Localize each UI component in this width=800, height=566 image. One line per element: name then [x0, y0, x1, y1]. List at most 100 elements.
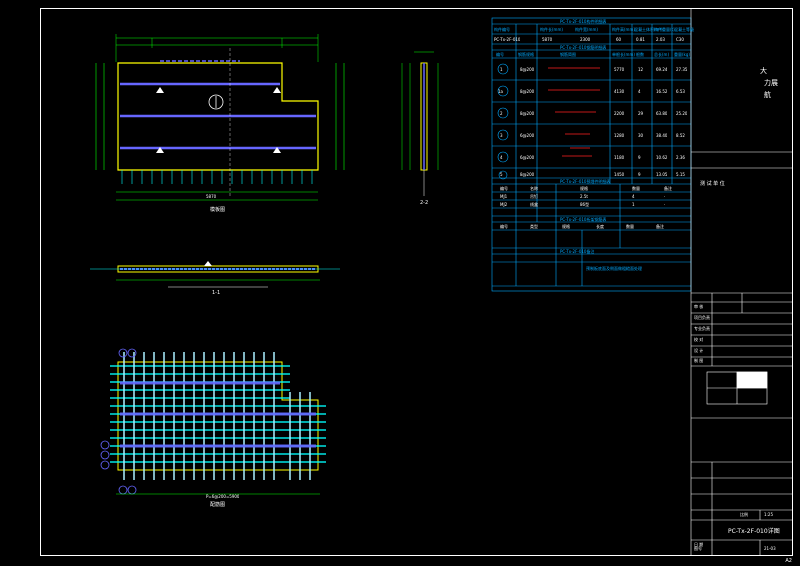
title-char-2: 力 — [764, 79, 771, 87]
truss-header: PC-Tx-2F-010桁架钢筋表 — [560, 217, 607, 222]
rebar-title: 配筋图 — [210, 502, 226, 508]
embed-r1-c4: - — [664, 194, 666, 199]
side-title: 2-2 — [420, 200, 429, 206]
rebar-row-0-weight: 27.35 — [676, 67, 688, 72]
table-r0-c1: 5870 — [542, 37, 553, 42]
drawing-frame — [40, 8, 793, 556]
rebar-row-2-qty: 29 — [638, 111, 644, 116]
tb-row-3: 校 对 — [694, 337, 704, 342]
rebar-sketches — [548, 67, 600, 157]
rebar-col-5: 总长(m) — [654, 52, 670, 57]
table-r0-c2: 2300 — [580, 37, 591, 42]
rebar-row-0-spec: 8@200 — [520, 67, 535, 72]
rebar-row-2-total: 63.80 — [656, 111, 668, 116]
dim-total: 5870 — [206, 194, 217, 199]
section-view — [90, 261, 340, 288]
table-header: PC-Tx-2F-010构件明细表 — [560, 19, 607, 24]
embed-r2-c4: - — [664, 202, 666, 207]
rebar-row-1-qty: 4 — [638, 89, 641, 94]
rebar-row-4-no: 4 — [500, 155, 503, 160]
rebar-col-1: 钢筋规格 — [518, 52, 534, 57]
rebar-row-5-qty: 9 — [638, 172, 641, 177]
table-r0-c5: 2.03 — [656, 37, 665, 42]
truss-c4: 数量 — [626, 224, 634, 229]
rebar-row-4-qty: 9 — [638, 155, 641, 160]
title-block-grid — [690, 8, 793, 556]
title-char-1: 大 — [760, 67, 767, 75]
rebar-row-0-len: 5770 — [614, 67, 625, 72]
embed-c1: 名称 — [530, 186, 538, 191]
rebar-header: PC-Tx-2F-010钢筋明细表 — [560, 45, 607, 50]
data-table-grid — [491, 17, 692, 292]
title-char-4: 航 — [764, 91, 771, 99]
tb-date-label: 日 期 — [694, 542, 704, 547]
section-title: 1-1 — [212, 290, 221, 296]
rebar-col-6: 重量(kg) — [674, 52, 690, 57]
table-col-2: 构件宽(mm) — [575, 27, 598, 32]
sheet-no-value: 21-03 — [764, 546, 776, 551]
scale-label: 比例 — [740, 512, 748, 517]
embed-r1-c3: 4 — [632, 194, 635, 199]
table-r0-c0: PC-Tx-2F-010 — [494, 37, 521, 42]
plan-view — [95, 34, 345, 201]
embed-r1-c0: MJ1 — [500, 194, 508, 199]
embed-r2-c1: 线盒 — [530, 202, 538, 207]
rebar-row-3-spec: 6@200 — [520, 133, 535, 138]
rebar-row-2-weight: 25.20 — [676, 111, 688, 116]
truss-c5: 备注 — [656, 224, 664, 229]
rebar-row-1-no: 1a — [498, 89, 503, 94]
embed-r1-c1: 吊钉 — [530, 194, 538, 199]
embed-r2-c0: MJ2 — [500, 202, 508, 207]
embed-c2: 规格 — [580, 186, 588, 191]
rebar-col-3: 单根长(mm) — [612, 52, 635, 57]
table-r0-c6: C30 — [676, 37, 684, 42]
rebar-row-1-total: 16.52 — [656, 89, 668, 94]
rebar-row-0-no: 1 — [500, 67, 503, 72]
rebar-row-5-spec: 8@200 — [520, 172, 535, 177]
rebar-row-0-qty: 12 — [638, 67, 644, 72]
table-col-1: 构件长(mm) — [540, 27, 563, 32]
tb-row-0: 审 核 — [694, 304, 704, 309]
rebar-row-3-total: 38.40 — [656, 133, 668, 138]
rebar-row-5-len: 1450 — [614, 172, 625, 177]
sheet-title: PC-Tx-2F-010详图 — [728, 528, 780, 535]
table-col-4: 混凝土体积(m³) — [634, 27, 663, 32]
title-char-3: 展 — [771, 79, 778, 87]
rebar-row-3-qty: 30 — [638, 133, 644, 138]
rebar-row-0-total: 69.24 — [656, 67, 668, 72]
truss-c0: 编号 — [500, 224, 508, 229]
rebar-number-circles — [497, 63, 509, 180]
truss-c3: 长度 — [596, 224, 604, 229]
side-view — [401, 51, 439, 196]
embed-c0: 编号 — [500, 186, 508, 191]
plan-title: 模板图 — [210, 207, 226, 213]
embed-r2-c3: 1 — [632, 202, 635, 207]
rebar-row-5-weight: 5.15 — [676, 172, 685, 177]
table-col-6: 混凝土等级 — [674, 27, 694, 32]
rebar-row-5-total: 13.05 — [656, 172, 668, 177]
truss-c2: 规格 — [562, 224, 570, 229]
rebar-row-1-spec: 8@200 — [520, 89, 535, 94]
table-col-3: 构件高(mm) — [612, 27, 635, 32]
rebar-row-3-no: 3 — [500, 133, 503, 138]
rebar-row-2-no: 2 — [500, 111, 503, 116]
rebar-row-4-weight: 2.36 — [676, 155, 685, 160]
rebar-view — [100, 348, 326, 495]
note-header: PC-Tx-2F-010备注 — [560, 249, 595, 254]
table-r0-c4: 0.81 — [636, 37, 645, 42]
rebar-row-3-weight: 8.52 — [676, 133, 685, 138]
embed-r2-c2: 86型 — [580, 202, 590, 207]
embed-c4: 备注 — [664, 186, 672, 191]
table-col-5: 构件重量(t) — [654, 27, 675, 32]
tb-row-4: 设 计 — [694, 348, 704, 353]
project-label: 测 试 单 位 — [700, 181, 725, 187]
rebar-col-4: 根数 — [636, 52, 644, 57]
tb-row-5: 制 图 — [694, 358, 704, 363]
rebar-row-5-no: 5 — [500, 172, 503, 177]
tb-row-2: 专业负责 — [694, 326, 710, 331]
corner-text: A2 — [785, 558, 792, 564]
table-col-0: 构件编号 — [494, 27, 510, 32]
rebar-col-2: 钢筋简图 — [560, 52, 576, 57]
embed-header: PC-Tx-2F-010预埋件明细表 — [560, 179, 611, 184]
